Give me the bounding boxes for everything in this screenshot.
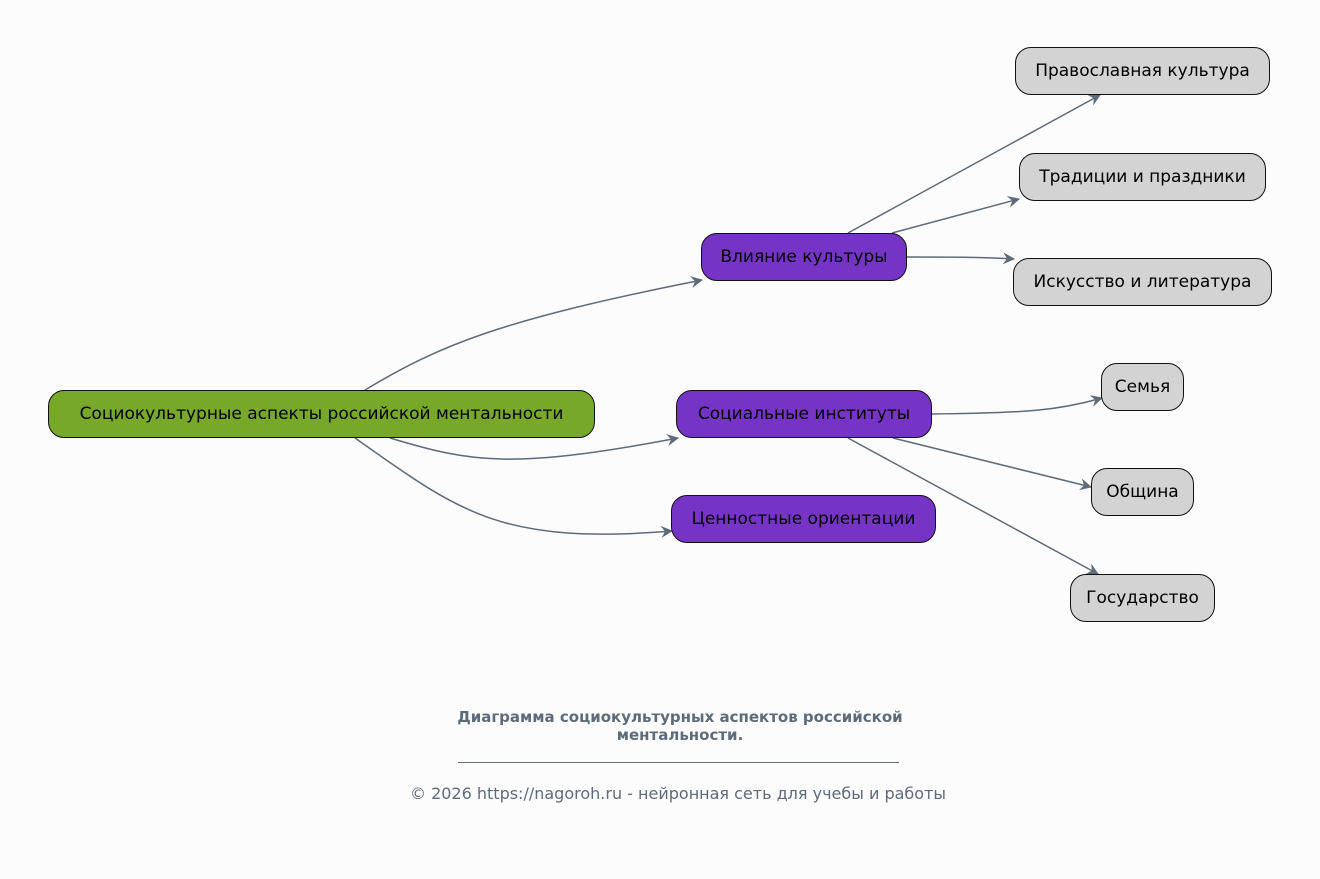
edge-social-to-family (931, 395, 1103, 415)
leaf-node-community: Община (1091, 468, 1194, 516)
edge-culture-to-art (906, 252, 1015, 265)
leaf-node-family: Семья (1101, 363, 1184, 411)
root-node: Социокультурные аспекты российской мента… (48, 390, 595, 438)
caption-line-1: Диаграмма социокультурных аспектов росси… (457, 708, 903, 726)
leaf-node-traditions: Традиции и праздники (1019, 153, 1266, 201)
caption-divider (458, 762, 899, 763)
copyright-tagline: нейронная сеть для учебы и работы (638, 784, 947, 803)
branch-node-culture: Влияние культуры (701, 233, 907, 281)
leaf-node-art-literature: Искусство и литература (1013, 258, 1272, 306)
leaf-node-orthodox-culture: Православная культура (1015, 47, 1270, 95)
copyright-link[interactable]: © 2026 https://nagoroh.ru (409, 784, 623, 803)
caption-line-2: ментальности. (616, 726, 744, 744)
edge-social-to-community (892, 437, 1092, 491)
leaf-node-state: Государство (1070, 574, 1215, 622)
diagram-caption: Диаграмма социокультурных аспектов росси… (380, 708, 980, 744)
edge-culture-to-orthodox (847, 94, 1101, 234)
copyright-separator: - (627, 784, 633, 803)
edge-culture-to-traditions (891, 196, 1020, 234)
branch-node-value-orientations: Ценностные ориентации (671, 495, 936, 543)
branch-node-social-institutions: Социальные институты (676, 390, 932, 438)
edge-root-to-culture (364, 276, 703, 391)
edge-root-to-social (389, 434, 679, 460)
edge-root-to-values (354, 437, 673, 538)
copyright-footer: © 2026 https://nagoroh.ru - нейронная се… (330, 784, 1026, 803)
edge-social-to-state (847, 437, 1099, 575)
